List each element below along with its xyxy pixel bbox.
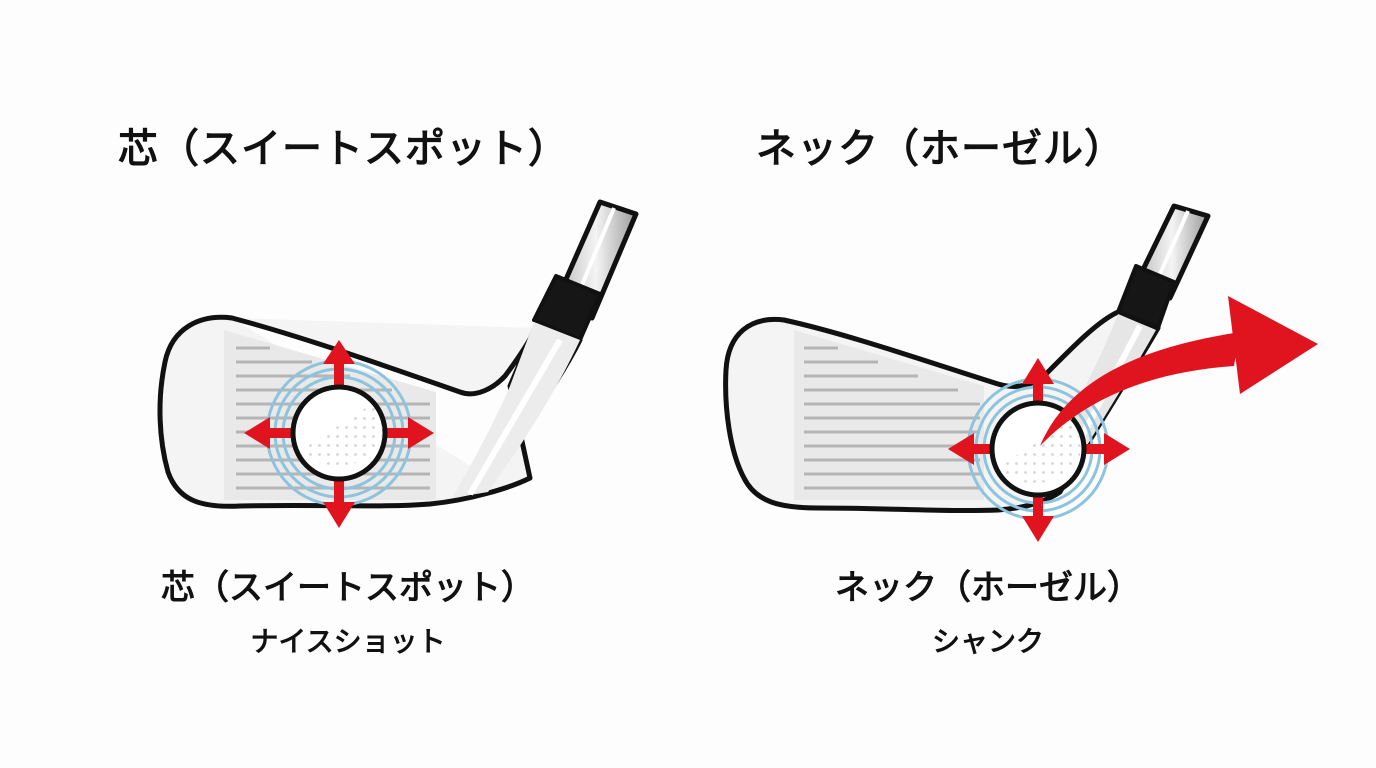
sweet-spot-caption-result: ナイスショット — [250, 625, 446, 658]
club-face — [794, 330, 984, 500]
hosel-club-illustration — [723, 203, 1318, 542]
hosel-caption-title: ネック（ホーゼル） — [835, 568, 1141, 608]
face-grooves — [804, 346, 980, 490]
hosel-caption-result: シャンク — [931, 625, 1044, 658]
golf-ball-icon — [290, 384, 388, 482]
sweet-spot-panel: 芯（スイートスポット） — [118, 126, 639, 662]
sweet-spot-caption-title: 芯（スイートスポット） — [161, 568, 535, 608]
shank-direction-arrow-icon — [1040, 296, 1318, 446]
sweet-spot-caption: 芯（スイートスポット） ナイスショット — [118, 566, 578, 662]
hosel-caption: ネック（ホーゼル） シャンク — [758, 566, 1218, 662]
hosel-title: ネック（ホーゼル） — [756, 126, 1125, 172]
impact-arrows — [948, 358, 1130, 542]
hosel-panel: ネック（ホーゼル） — [688, 0, 1376, 768]
sweet-spot-club-illustration — [157, 199, 639, 528]
sweet-spot-title: 芯（スイートスポット） — [118, 126, 569, 172]
hosel-highlight — [467, 338, 563, 496]
